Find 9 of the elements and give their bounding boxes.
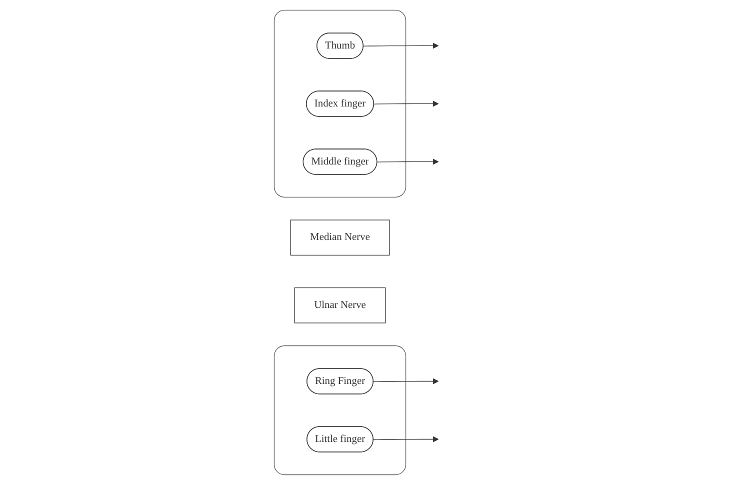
arrow	[373, 378, 439, 384]
arrow	[373, 436, 439, 442]
arrow	[363, 42, 439, 49]
node-box: Ulnar Nerve	[294, 287, 386, 324]
arrow	[374, 100, 439, 107]
cluster	[274, 345, 406, 476]
node-box: Median Nerve	[290, 220, 390, 256]
arrow	[377, 158, 439, 165]
cluster	[274, 10, 406, 198]
